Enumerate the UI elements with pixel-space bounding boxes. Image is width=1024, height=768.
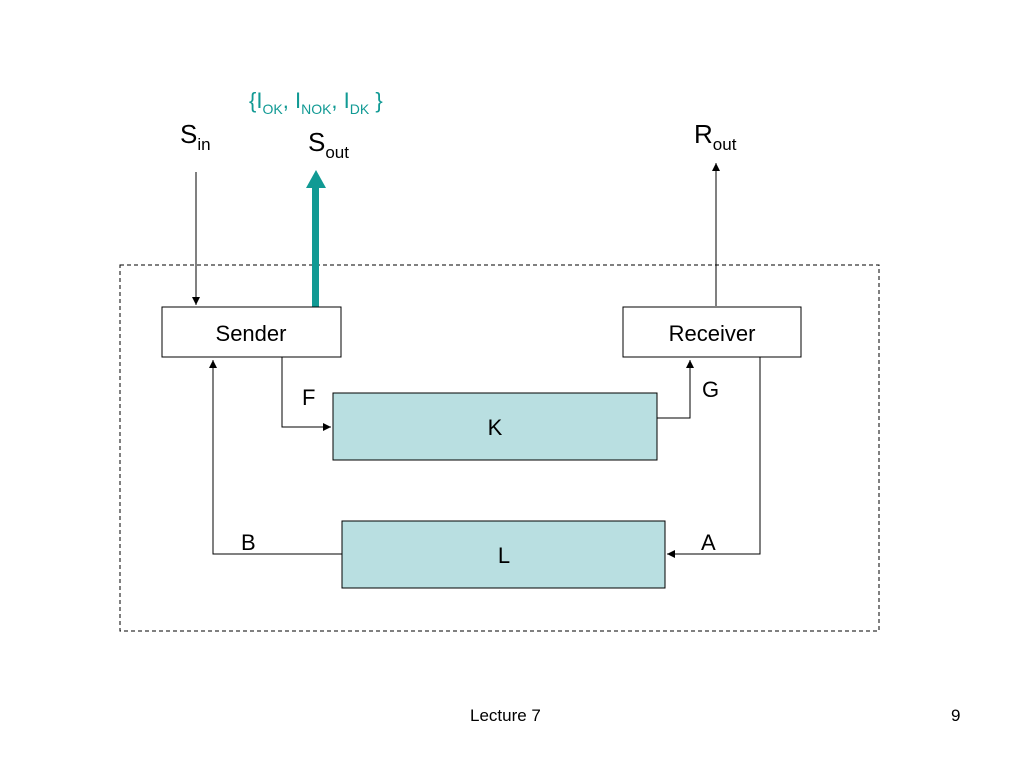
a-label: A: [701, 530, 716, 555]
outputs-set-label: {IOK, INOK, IDK }: [249, 88, 383, 117]
b-label: B: [241, 530, 256, 555]
g-connector: [657, 360, 694, 419]
channel-l-label: L: [498, 543, 510, 568]
f-connector: [281, 357, 331, 431]
channel-k-box: [332, 392, 658, 461]
s-in-label: Sin: [180, 119, 211, 154]
receiver-box: [622, 306, 802, 358]
s-out-arrow: [306, 170, 326, 307]
f-label: F: [302, 385, 315, 410]
sender-box: [161, 306, 342, 358]
footer-lecture: Lecture 7: [470, 706, 541, 725]
b-connector: [209, 360, 342, 555]
s-out-label: Sout: [308, 127, 349, 162]
channel-l-box: [341, 520, 666, 589]
sender-label: Sender: [216, 321, 287, 346]
footer-page-number: 9: [951, 706, 961, 725]
receiver-label: Receiver: [669, 321, 756, 346]
channel-k-label: K: [488, 415, 503, 440]
g-label: G: [702, 377, 719, 402]
a-connector: [667, 357, 761, 558]
system-boundary: [119, 264, 880, 632]
r-out-label: Rout: [694, 119, 737, 154]
